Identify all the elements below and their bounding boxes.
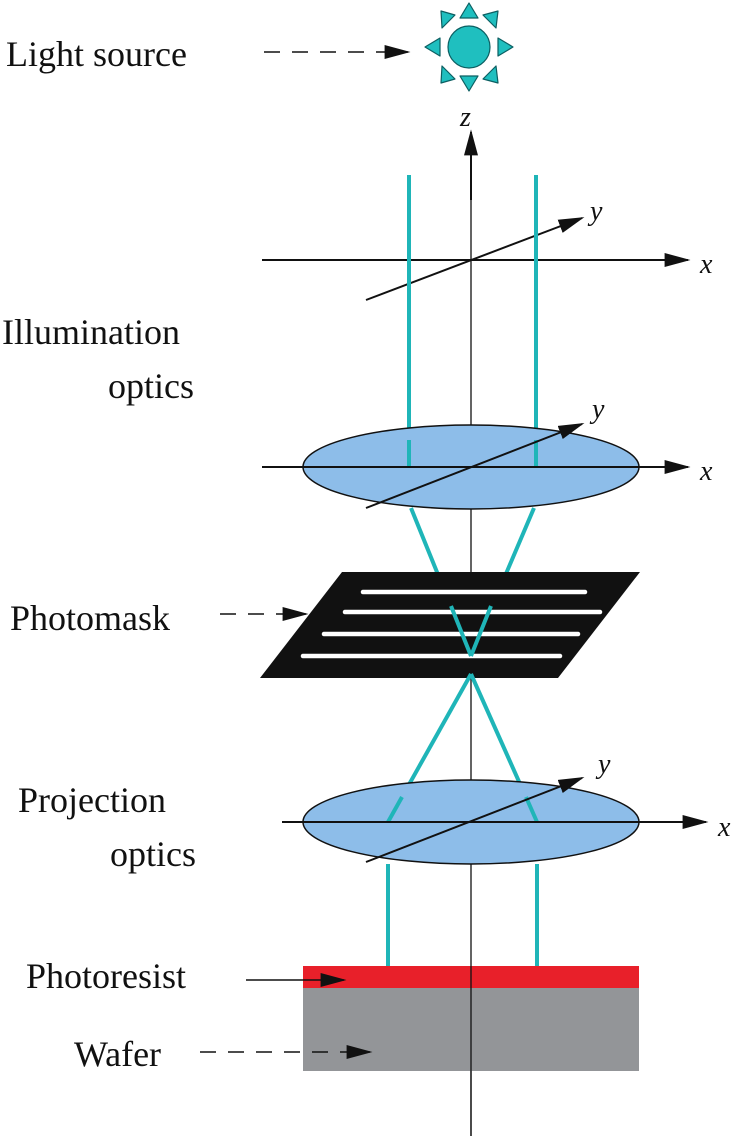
y-axis-label-illumination: y xyxy=(589,394,605,425)
label-projection-line1: Projection xyxy=(18,780,166,820)
photomask-plate xyxy=(260,572,640,678)
y-axis-label-projection: y xyxy=(595,749,611,780)
x-axis-label-upper: x xyxy=(699,249,713,280)
label-projection-line2: optics xyxy=(110,834,196,874)
x-axis-label-illumination: x xyxy=(699,456,713,487)
diverging-beam-right-on-lens xyxy=(524,796,539,823)
label-photomask: Photomask xyxy=(10,598,170,638)
diverging-beam-left-on-lens xyxy=(386,796,404,823)
converging-beam-right-on-mask xyxy=(469,605,493,657)
y-axis-projection-lens xyxy=(365,777,585,863)
y-axis-label-upper: y xyxy=(587,196,603,227)
sun-icon xyxy=(424,2,514,92)
converging-beam-left-on-mask xyxy=(449,605,473,657)
y-axis-illumination-lens xyxy=(365,423,585,509)
z-axis-label: z xyxy=(459,102,471,133)
label-photoresist: Photoresist xyxy=(26,956,186,996)
label-light-source: Light source xyxy=(6,34,187,74)
x-axis-label-projection: x xyxy=(717,812,731,843)
label-illumination-line2: optics xyxy=(108,366,194,406)
label-illumination-line1: Illumination xyxy=(2,312,180,352)
y-axis-upper xyxy=(365,217,585,301)
label-wafer: Wafer xyxy=(74,1034,161,1074)
